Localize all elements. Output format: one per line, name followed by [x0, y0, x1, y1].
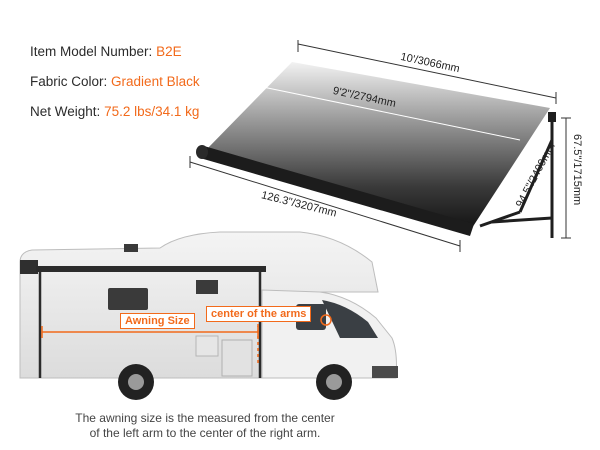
dim-height-label: 67.5"/1715mm — [571, 134, 583, 205]
spec-color-label: Fabric Color: — [30, 74, 108, 89]
awning-product: 10'/3066mm 9'2"/2794mm 126.3"/3207mm 94.… — [189, 40, 583, 252]
support-arm — [479, 118, 554, 238]
awning-fabric — [206, 62, 550, 228]
rv-window — [20, 260, 38, 274]
dim-total-width — [297, 40, 557, 104]
rv-bumper — [372, 366, 398, 378]
spec-weight-label: Net Weight: — [30, 104, 101, 119]
roller-tube — [200, 146, 474, 236]
spec-weight-row: Net Weight: 75.2 lbs/34.1 kg — [30, 104, 199, 119]
dim-fabric-width — [257, 85, 521, 141]
spec-model-row: Item Model Number: B2E — [30, 44, 182, 59]
awning-size-label: Awning Size — [120, 313, 195, 329]
center-arm-marker — [320, 314, 332, 326]
dim-height — [561, 117, 571, 239]
caption-line-1: The awning size is the measured from the… — [75, 411, 335, 425]
caption-line-2: of the left arm to the center of the rig… — [89, 426, 321, 440]
dim-front-length — [189, 156, 461, 252]
rv-door — [221, 339, 253, 377]
rv-window — [124, 244, 138, 252]
spec-color-value: Gradient Black — [111, 74, 200, 89]
center-arms-label: center of the arms — [206, 306, 312, 322]
rv-hatch — [195, 335, 219, 357]
rv-window — [196, 280, 218, 294]
motorhome — [19, 231, 398, 400]
spec-color-row: Fabric Color: Gradient Black — [30, 74, 200, 89]
rv-awning-case — [36, 266, 266, 272]
spec-weight-value: 75.2 lbs/34.1 kg — [104, 104, 200, 119]
rv-windshield — [322, 300, 378, 338]
arm-bracket — [548, 112, 556, 122]
rv-window — [108, 288, 148, 310]
roller-end-cap — [196, 145, 208, 159]
spec-model-value: B2E — [156, 44, 182, 59]
spec-model-label: Item Model Number: — [30, 44, 153, 59]
